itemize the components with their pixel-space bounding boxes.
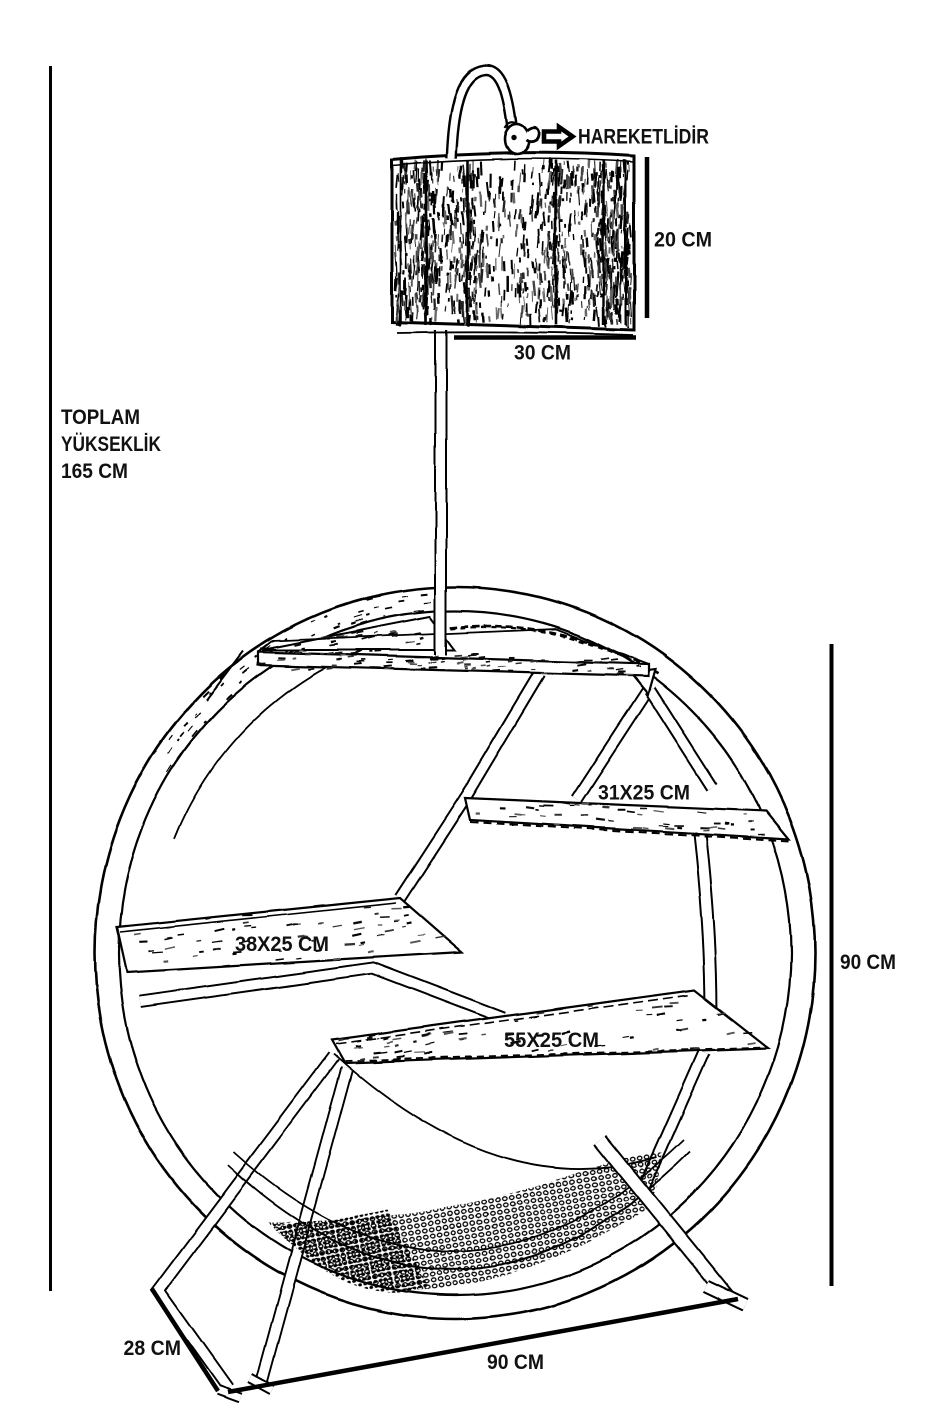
svg-text:30 CM: 30 CM	[514, 342, 571, 365]
svg-text:90 CM: 90 CM	[487, 1351, 544, 1374]
svg-text:HAREKETLİDİR: HAREKETLİDİR	[578, 126, 709, 149]
svg-text:38X25 CM: 38X25 CM	[235, 933, 329, 956]
svg-text:90 CM: 90 CM	[840, 951, 896, 974]
svg-text:TOPLAM: TOPLAM	[61, 406, 140, 429]
svg-text:55X25 CM: 55X25 CM	[504, 1029, 599, 1052]
svg-text:28 CM: 28 CM	[124, 1337, 182, 1360]
svg-text:20 CM: 20 CM	[654, 229, 712, 252]
svg-text:31X25 CM: 31X25 CM	[598, 782, 690, 805]
svg-text:165 CM: 165 CM	[61, 460, 128, 483]
svg-text:YÜKSEKLİK: YÜKSEKLİK	[61, 433, 161, 456]
